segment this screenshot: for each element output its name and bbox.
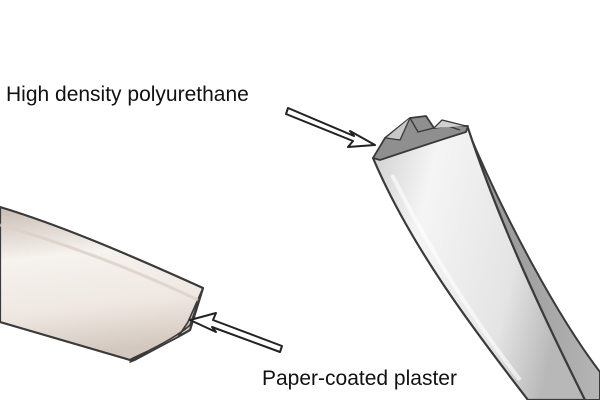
plaster-coving xyxy=(0,205,205,363)
polyurethane-coving-body xyxy=(371,126,587,400)
polyurethane-label: High density polyurethane xyxy=(6,83,249,106)
plaster-label: Paper-coated plaster xyxy=(262,367,457,390)
polyurethane-coving xyxy=(371,115,600,400)
plaster-coving-end xyxy=(129,287,204,363)
polyurethane-arrow xyxy=(285,107,376,148)
plaster-arrow xyxy=(189,312,283,353)
